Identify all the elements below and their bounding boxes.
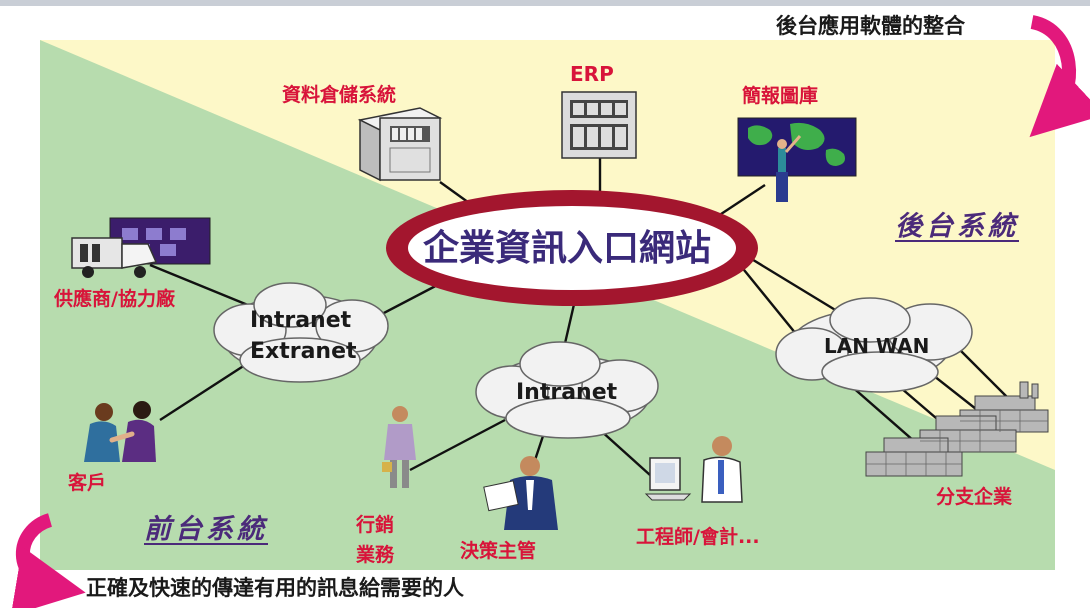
- front-zone-title: 前台系統: [144, 514, 268, 545]
- sales-label-1: 行銷: [356, 514, 395, 536]
- executive-label: 決策主管: [460, 540, 537, 562]
- presentation-library-label: 簡報圖庫: [742, 85, 819, 107]
- back-arrow-icon: [1029, 15, 1090, 138]
- portal-ellipse-inner: [408, 206, 736, 290]
- erp-label: ERP: [570, 62, 614, 86]
- engineer-label: 工程師/會計...: [636, 526, 760, 548]
- supplier-truck-icon: [71, 217, 211, 278]
- branch-label: 分支企業: [936, 486, 1013, 508]
- portal-title: 企業資訊入口網站: [423, 227, 712, 269]
- bottom-caption: 正確及快速的傳達有用的訊息給需要的人: [86, 576, 464, 600]
- supplier-label: 供應商/協力廠: [54, 288, 175, 310]
- data-warehouse-server-icon: [357, 107, 443, 182]
- engineer-computer-icon: [644, 436, 743, 503]
- erp-server-icon: [561, 91, 637, 159]
- top-rule: [0, 0, 1090, 6]
- brick-lines: [866, 410, 1048, 476]
- customer-label: 客戶: [68, 472, 107, 494]
- cloud-right-label: LAN WAN: [824, 334, 930, 358]
- sales-label-2: 業務: [356, 544, 395, 566]
- cloud-center: [475, 341, 659, 439]
- customer-handshake-icon: [84, 401, 156, 462]
- back-zone-title: 後台系統: [895, 211, 1019, 242]
- cloud-left-label-1: Intranet: [250, 308, 352, 333]
- executive-person-icon: [483, 456, 558, 530]
- cloud-right: [775, 297, 973, 393]
- cloud-left: [213, 282, 389, 383]
- front-arrow-icon: [10, 513, 86, 608]
- top-caption: 後台應用軟體的整合: [776, 14, 965, 38]
- presentation-map-icon: [737, 117, 857, 202]
- cloud-left-label-2: Extranet: [250, 339, 357, 364]
- sales-person-icon: [382, 406, 416, 488]
- cloud-center-label: Intranet: [516, 380, 618, 405]
- data-warehouse-label: 資料倉儲系統: [282, 84, 397, 106]
